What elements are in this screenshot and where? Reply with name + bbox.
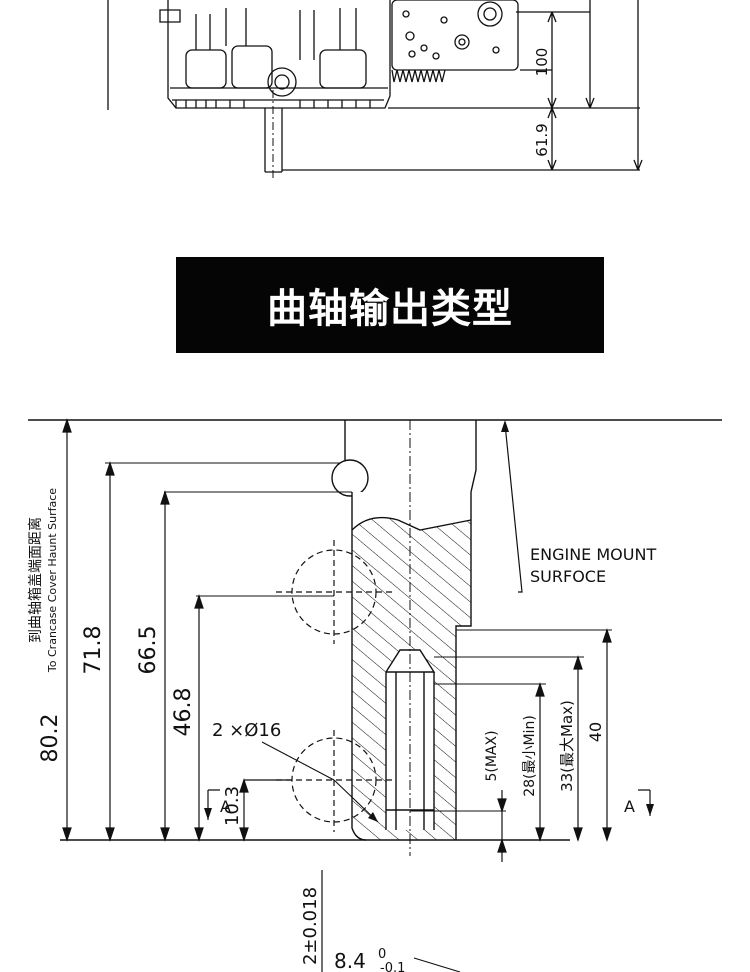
hole-callout-label: 2 ×Ø16 bbox=[212, 720, 281, 741]
dim-8-4-upper-dev: 0 bbox=[378, 947, 386, 962]
engine-mount-label-line2: SURFOCE bbox=[530, 567, 606, 586]
section-mark-left: A bbox=[220, 797, 231, 816]
dim-66-5-label: 66.5 bbox=[136, 626, 161, 675]
section-mark-right: A bbox=[624, 797, 635, 816]
dim-28-min-label: 28(最小Min) bbox=[522, 715, 538, 797]
engine-mount-label-line1: ENGINE MOUNT bbox=[530, 545, 656, 564]
dim-80-2-label: 80.2 bbox=[38, 714, 63, 763]
dim-10-3-label: 10.3 bbox=[222, 786, 243, 826]
section-title-banner: 曲轴输出类型 bbox=[176, 257, 604, 353]
dim-5-max-label: 5(MAX) bbox=[484, 730, 500, 781]
vertical-label-cn: 到曲轴箱盖端面距离 bbox=[27, 517, 44, 643]
dim-8-4-lower-dev: -0.1 bbox=[380, 961, 405, 972]
dim-8-4-label: 8.4 bbox=[334, 949, 366, 972]
tolerance-top-label: 2±0.018 bbox=[300, 887, 321, 965]
section-title: 曲轴输出类型 bbox=[267, 286, 513, 332]
dim-40-label: 40 bbox=[586, 722, 605, 742]
dim-100-label: 100 bbox=[533, 48, 551, 77]
vertical-label-en: To Crancase Cover Haunt Surface bbox=[46, 488, 59, 673]
dim-33-max-label: 33(最大Max) bbox=[558, 700, 576, 792]
crankshaft-output-drawing: ENGINE MOUNT SURFOCE 80.2 到曲轴箱盖端面距离 To C… bbox=[27, 418, 722, 972]
dim-46-8-label: 46.8 bbox=[171, 688, 196, 737]
dim-61-9-label: 61.9 bbox=[533, 123, 551, 156]
dim-71-8-label: 71.8 bbox=[81, 626, 106, 675]
engine-front-drawing: 100 61.9 bbox=[107, 0, 643, 178]
